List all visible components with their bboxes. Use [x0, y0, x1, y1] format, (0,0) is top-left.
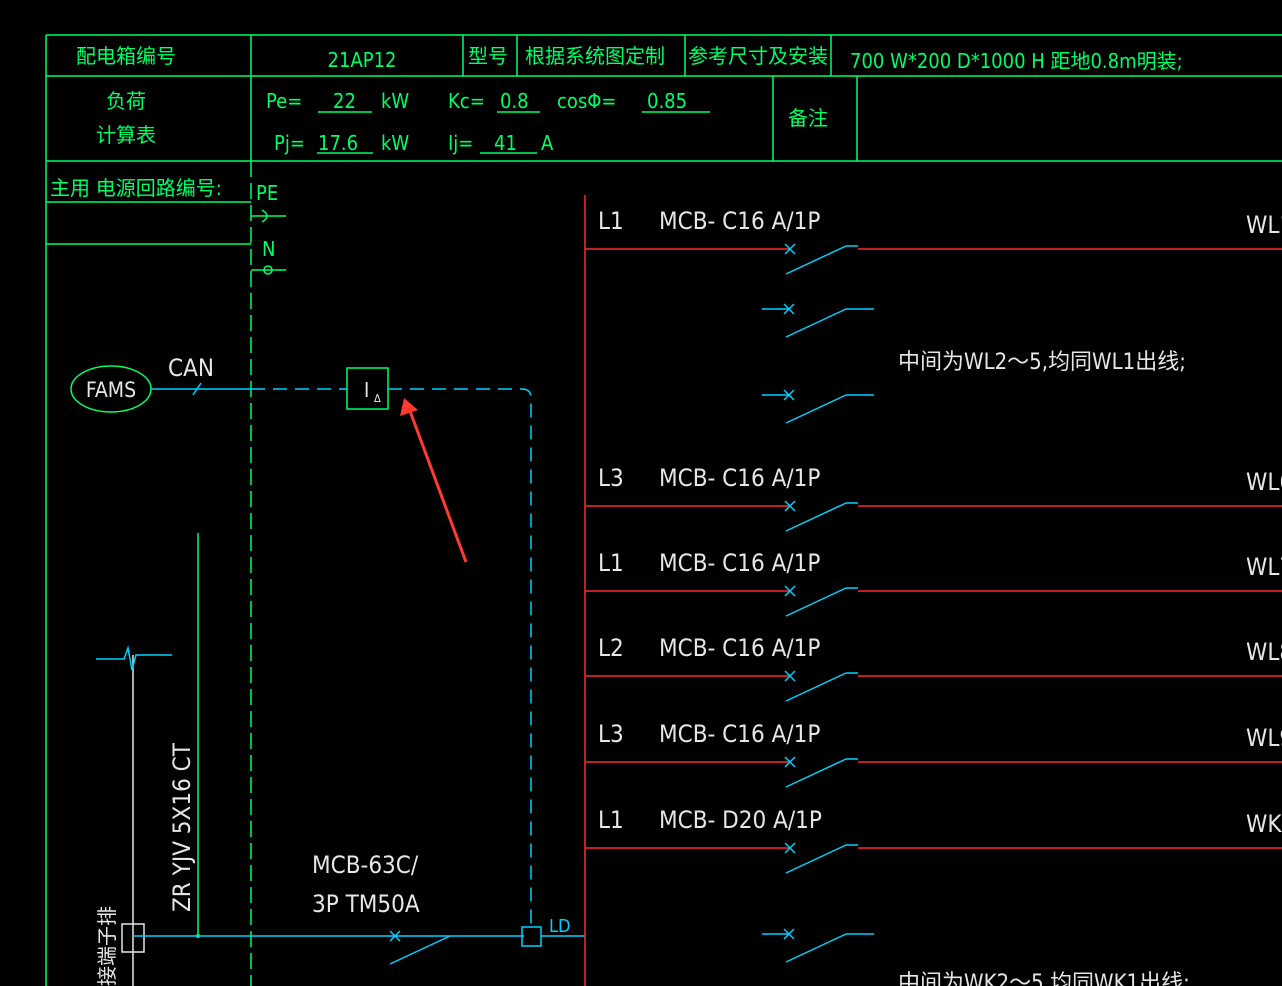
circuit-tag: WL8	[1246, 638, 1282, 666]
cos-label: cosΦ=	[557, 89, 617, 113]
circuit-tag: WL9	[1246, 724, 1282, 752]
dims-value: 700 W*200 D*1000 H 距地0.8m明装;	[850, 49, 1183, 73]
circuit-breaker-label: MCB- C16 A/1P	[659, 720, 820, 748]
ij-label: Ij=	[448, 131, 473, 155]
pe-unit: kW	[381, 89, 409, 113]
circuit-row: L3 MCB- C16 A/1P WL6	[585, 464, 1282, 532]
incoming-breaker-2: 3P TM50A	[312, 890, 420, 918]
incoming-breaker-1: MCB-63C/	[312, 851, 419, 879]
pj-label: Pj=	[274, 131, 305, 155]
circuit-breaker-symbol	[784, 500, 858, 532]
circuit-breaker-label: MCB- C16 A/1P	[659, 634, 820, 662]
dims-label: 参考尺寸及安装	[688, 44, 828, 68]
model-label: 型号	[468, 44, 508, 68]
circuit-row: L2 MCB- C16 A/1P WL8	[585, 634, 1282, 702]
can-tick	[192, 382, 202, 396]
signal-dashed-line	[388, 388, 532, 925]
circuit-phase: L3	[598, 720, 624, 748]
circuit-row: L1 MCB- D20 A/1P WK1	[585, 806, 1282, 874]
circuit-breaker-symbol	[784, 243, 858, 275]
remarks-label: 备注	[788, 106, 828, 130]
circuit-breaker-symbol	[784, 585, 858, 617]
circuit-breaker-symbol	[784, 842, 858, 874]
middle-breakers-wl	[762, 303, 874, 424]
box-number-label: 配电箱编号	[76, 44, 176, 68]
n-label-text: N	[262, 237, 275, 261]
circuit-tag: WK1	[1246, 810, 1282, 838]
circuit-phase: L3	[598, 464, 624, 492]
fams-label: FAMS	[86, 378, 136, 402]
terminal-box	[121, 923, 145, 953]
middle-breakers-wk	[762, 928, 874, 963]
pj-unit: kW	[381, 131, 409, 155]
cable-spec: ZR YJV 5X16 CT	[168, 742, 196, 912]
n-terminal-symbol	[251, 265, 286, 275]
kc-value: 0.8	[500, 89, 529, 113]
pe-label-text: PE	[256, 181, 278, 205]
pe-terminal-symbol	[251, 209, 286, 223]
sensor-symbol: I	[364, 378, 369, 402]
cable-break-symbol	[96, 645, 172, 671]
circuit-row: L1 MCB- C16 A/1P WL7	[585, 549, 1282, 617]
circuit-tag: WL6	[1246, 468, 1282, 496]
pj-value: 17.6	[318, 131, 358, 155]
circuit-breaker-symbol	[784, 670, 858, 702]
circuit-breaker-label: MCB- C16 A/1P	[659, 464, 820, 492]
circuit-tag: WL7	[1246, 553, 1282, 581]
pe-label: Pe=	[266, 89, 302, 113]
circuit-breaker-label: MCB- C16 A/1P	[659, 549, 820, 577]
circuit-phase: L1	[598, 549, 624, 577]
header-table	[45, 34, 1282, 986]
load-label-1: 负荷	[106, 89, 146, 113]
circuit-tag: WL1	[1246, 211, 1282, 239]
circuit-phase: L1	[598, 806, 624, 834]
circuit-breaker-symbol	[784, 756, 858, 788]
wl-note: 中间为WL2～5,均同WL1出线;	[898, 350, 1186, 375]
circuit-phase: L1	[598, 207, 624, 235]
circuit-breaker-label: MCB- C16 A/1P	[659, 207, 820, 235]
incoming-breaker-symbol	[389, 930, 451, 965]
box-number-value: 21AP12	[328, 48, 397, 72]
sensor-subscript: Δ	[374, 392, 381, 405]
kc-label: Kc=	[448, 89, 485, 113]
circuit-row: L1 MCB- C16 A/1P WL1	[585, 207, 1282, 275]
wk-note: 中间为WK2～5,均同WK1出线;	[898, 971, 1190, 986]
annotation-arrow	[400, 398, 468, 563]
source-label: 主用 电源回路编号:	[50, 176, 222, 200]
circuit-row: L3 MCB- C16 A/1P WL9	[585, 720, 1282, 788]
model-value: 根据系统图定制	[525, 44, 665, 68]
load-label-2: 计算表	[96, 123, 156, 147]
terminal-label: 接端子排	[95, 906, 119, 986]
can-label: CAN	[168, 354, 214, 382]
ij-unit: A	[541, 131, 554, 155]
circuit-phase: L2	[598, 634, 624, 662]
pe-value: 22	[333, 89, 356, 113]
cos-value: 0.85	[647, 89, 687, 113]
ld-label: LD	[549, 916, 571, 937]
circuit-breaker-label: MCB- D20 A/1P	[659, 806, 822, 834]
ld-box	[521, 926, 542, 947]
ij-value: 41	[494, 131, 517, 155]
